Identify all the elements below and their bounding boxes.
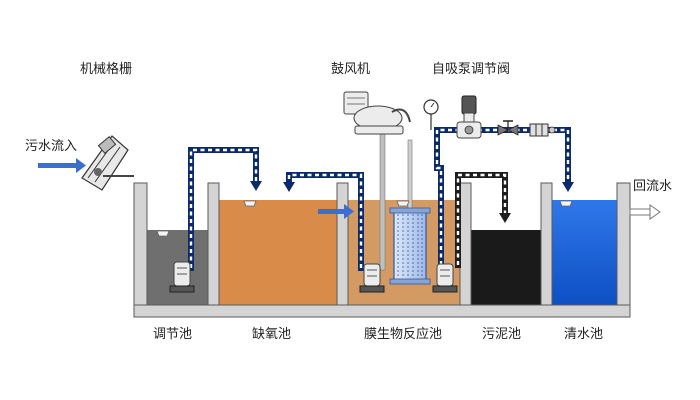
submersible-pump-equalization	[169, 261, 195, 293]
pipe-mbr-to-sludge	[455, 172, 511, 268]
membrane-module	[389, 207, 431, 285]
pipe-pump-to-clear-water	[434, 127, 574, 268]
label-inflow: 污水流入	[25, 139, 77, 154]
label-tank-sludge: 污泥池	[482, 327, 521, 342]
flow-meter	[529, 123, 556, 137]
label-return-flow: 回流水	[633, 179, 672, 194]
self-priming-pump	[456, 95, 482, 139]
label-pump-valve: 自吸泵调节阀	[432, 62, 510, 77]
anoxic-water	[219, 200, 337, 305]
label-tank-clear: 清水池	[564, 327, 603, 342]
label-tank-anoxic: 缺氧池	[252, 327, 291, 342]
label-mechanical-screen: 机械格栅	[80, 61, 132, 77]
mechanical-screen	[81, 135, 134, 191]
tank-walls	[133, 182, 631, 318]
pressure-gauge	[423, 99, 439, 130]
label-blower: 鼓风机	[331, 62, 370, 77]
submersible-pump-mbr-right	[432, 263, 458, 293]
clear-water	[552, 200, 617, 305]
label-tank-mbr: 膜生物反应池	[364, 326, 442, 342]
return-flow-arrow	[629, 204, 661, 220]
pipe-mbr-to-anoxic-return	[283, 172, 364, 271]
regulating-valve	[497, 120, 519, 136]
submersible-pump-mbr-left	[359, 263, 385, 293]
flow-arrow-anoxic	[318, 204, 354, 219]
sludge-water	[471, 230, 541, 305]
level-markers	[156, 200, 573, 237]
pipe-equalization-to-anoxic	[188, 147, 262, 271]
label-tank-equalization: 调节池	[153, 327, 192, 342]
inflow-arrow	[38, 158, 86, 173]
blower	[343, 91, 411, 135]
